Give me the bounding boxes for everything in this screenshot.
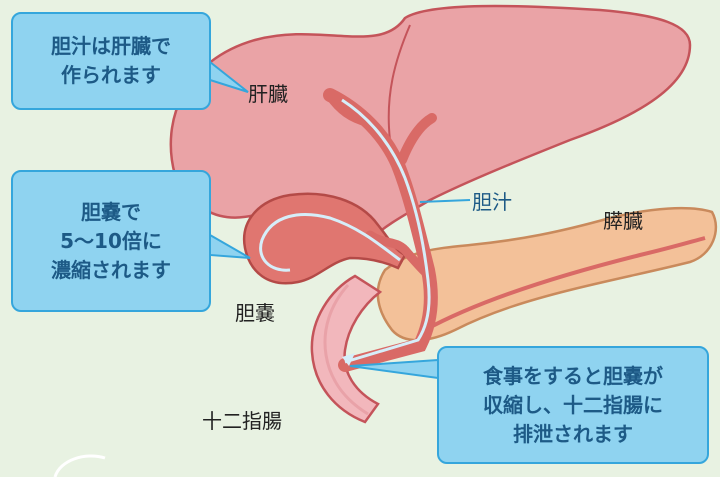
meal-callout: 食事をすると胆嚢が 収縮し、十二指腸に 排泄されます: [437, 346, 709, 464]
bile-label: 胆汁: [472, 186, 512, 215]
meal-callout-text: 食事をすると胆嚢が 収縮し、十二指腸に 排泄されます: [483, 362, 663, 449]
duodenum-label: 十二指腸: [202, 405, 282, 434]
gallbladder-callout-text: 胆嚢で 5〜10倍に 濃縮されます: [51, 198, 171, 285]
duodenum-shape: [312, 276, 380, 422]
liver-callout-text: 胆汁は肝臓で 作られます: [51, 32, 171, 90]
gallbladder-label: 胆嚢: [235, 297, 275, 326]
pancreas-label: 膵臓: [603, 205, 643, 234]
corner-decoration: [55, 456, 105, 477]
liver-label: 肝臓: [248, 78, 288, 107]
gallbladder-callout: 胆嚢で 5〜10倍に 濃縮されます: [11, 170, 211, 312]
liver-callout: 胆汁は肝臓で 作られます: [11, 12, 211, 110]
